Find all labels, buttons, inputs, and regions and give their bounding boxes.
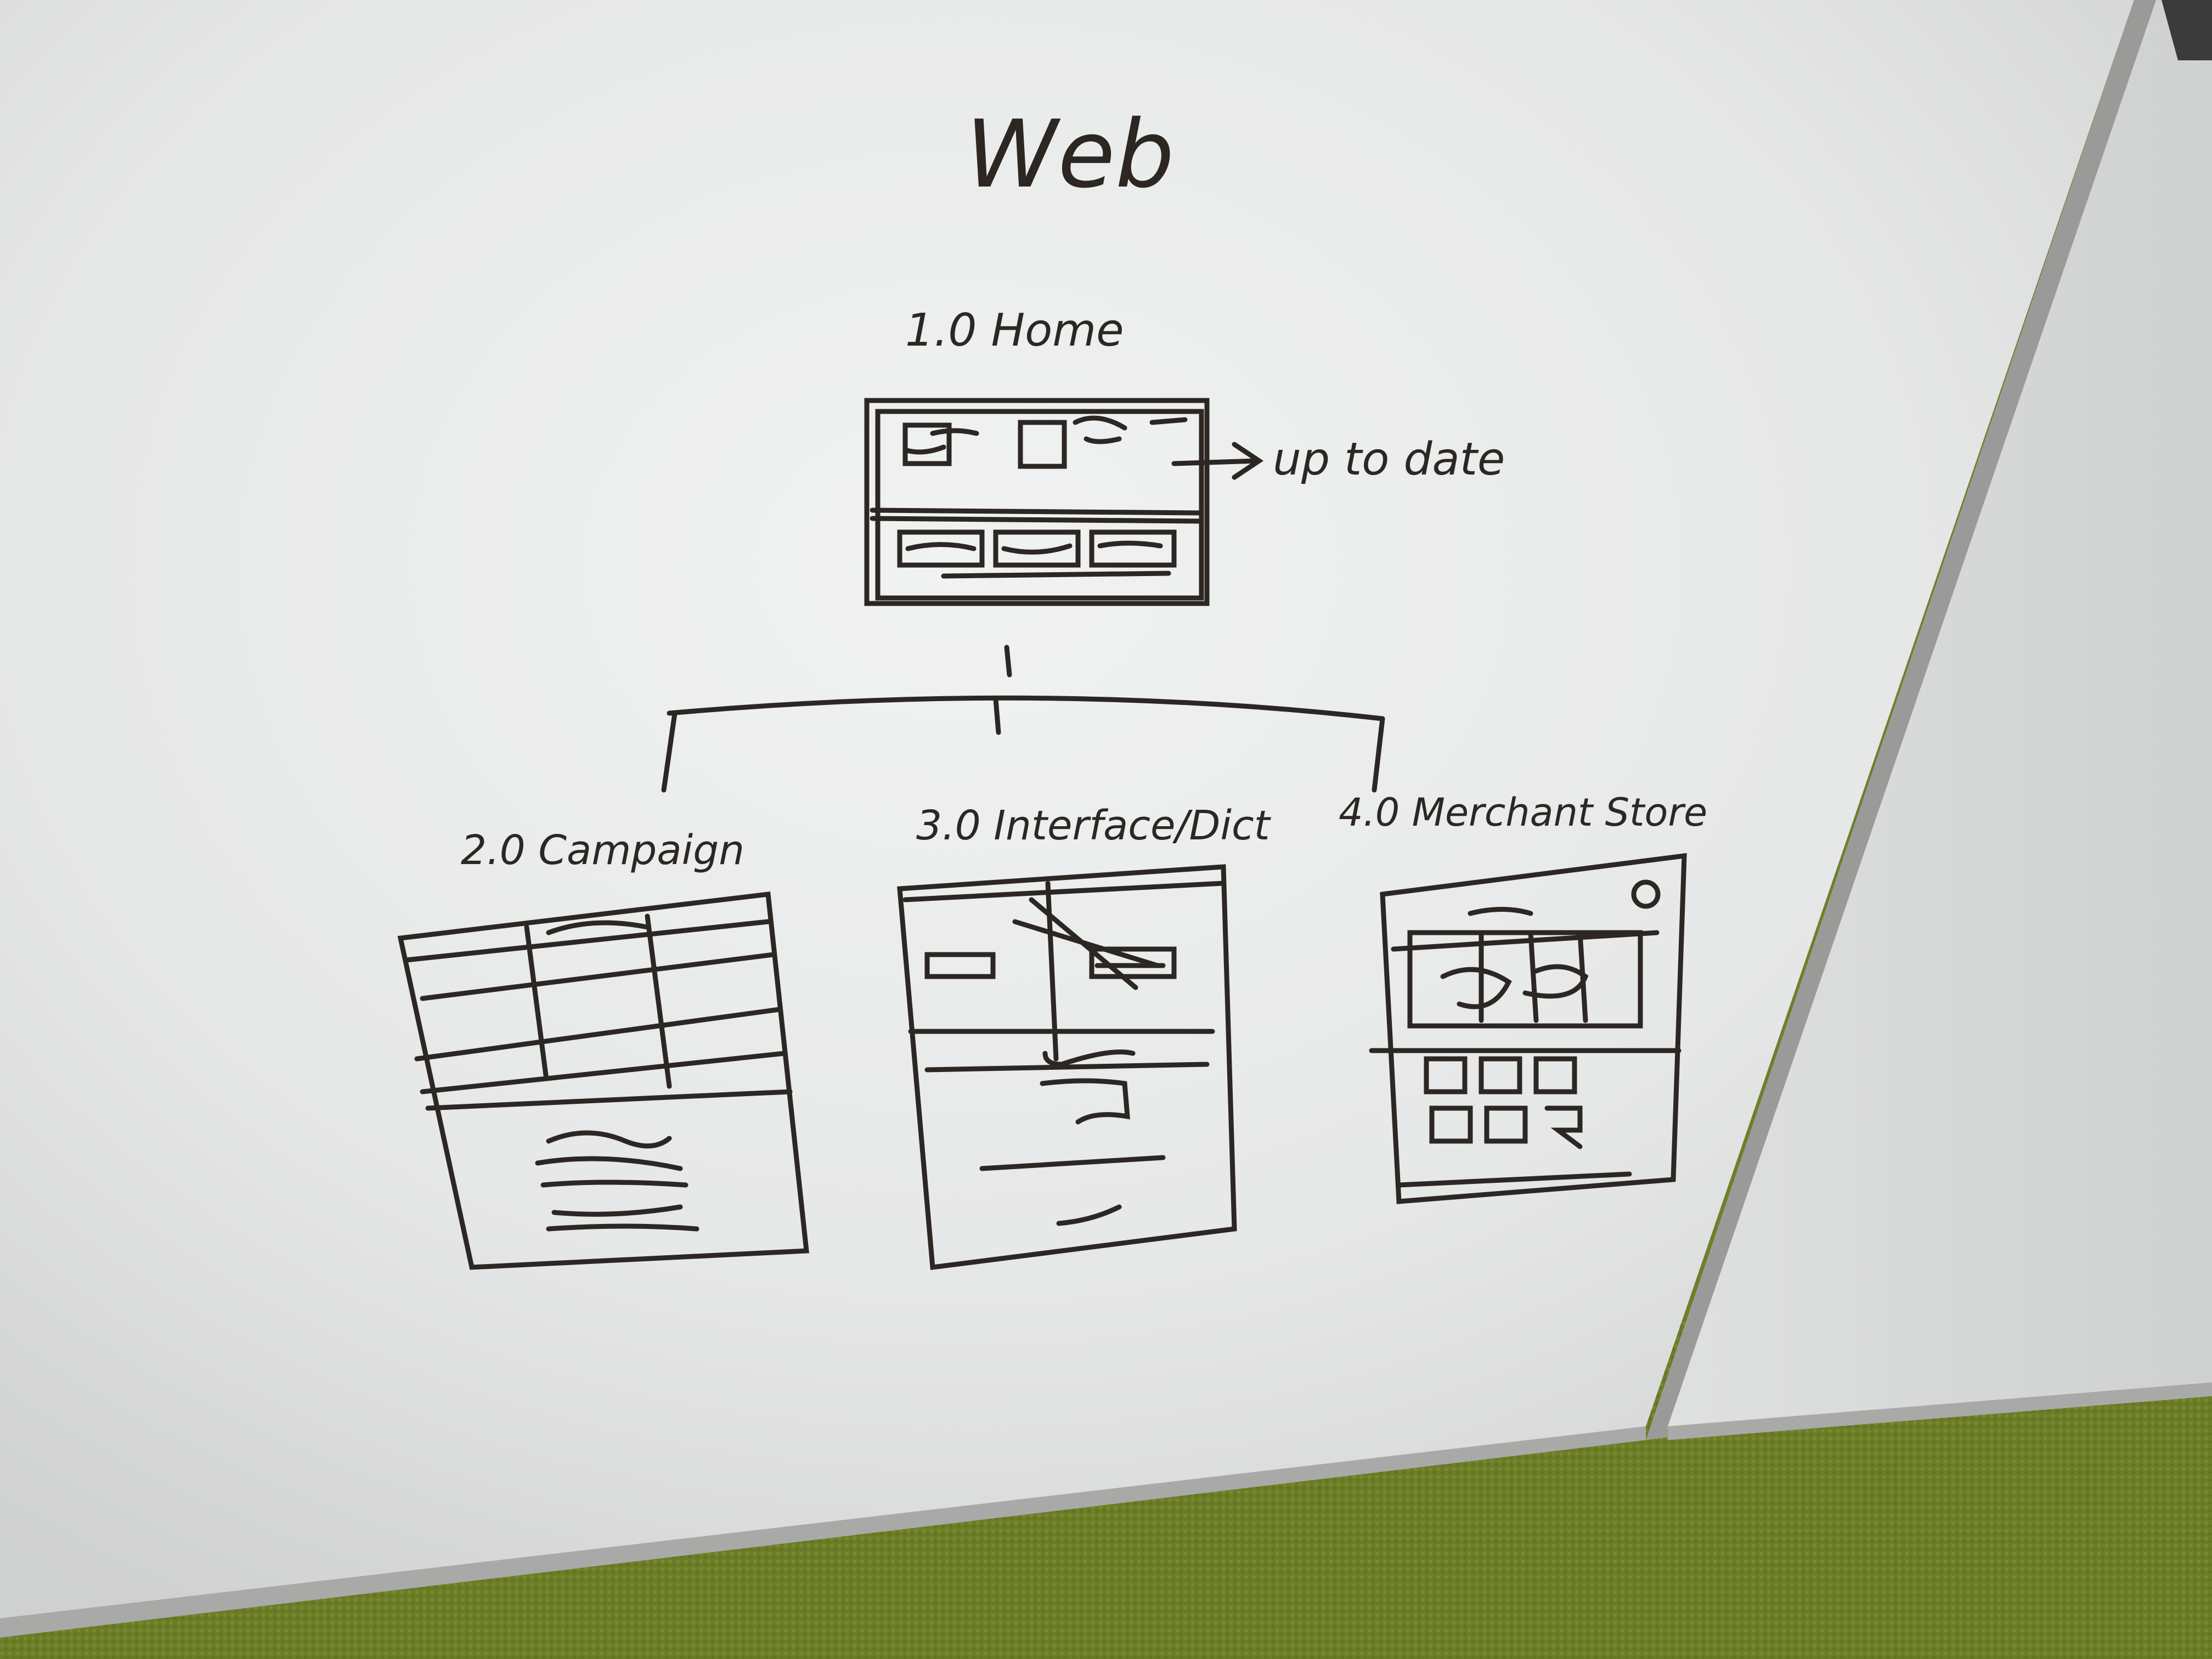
up-to-date-annotation: up to date (1273, 433, 1505, 486)
whiteboard-bottom-frame (0, 1426, 1646, 1638)
interface-dict-wireframe (897, 864, 1237, 1271)
diagram-title: Web (966, 100, 1175, 209)
right-whiteboard-panel (1668, 0, 2212, 1426)
panel-seam (1646, 0, 2156, 1440)
campaign-wireframe (397, 891, 809, 1270)
whiteboard-panel (0, 0, 2134, 1618)
merchant-store-label: 4.0 Merchant Store (1339, 790, 1707, 835)
right-panel-bottom-frame (1668, 1383, 2212, 1440)
merchant-store-wireframe (1369, 853, 1687, 1204)
home-wireframe (864, 398, 1210, 606)
campaign-label: 2.0 Campaign (461, 827, 744, 874)
up-to-date-arrow (1171, 442, 1264, 480)
interface-dict-label: 3.0 Interface/Dict (916, 802, 1272, 849)
hierarchy-connector (661, 645, 1385, 793)
home-label: 1.0 Home (905, 304, 1124, 357)
wall-corner (2162, 0, 2212, 60)
